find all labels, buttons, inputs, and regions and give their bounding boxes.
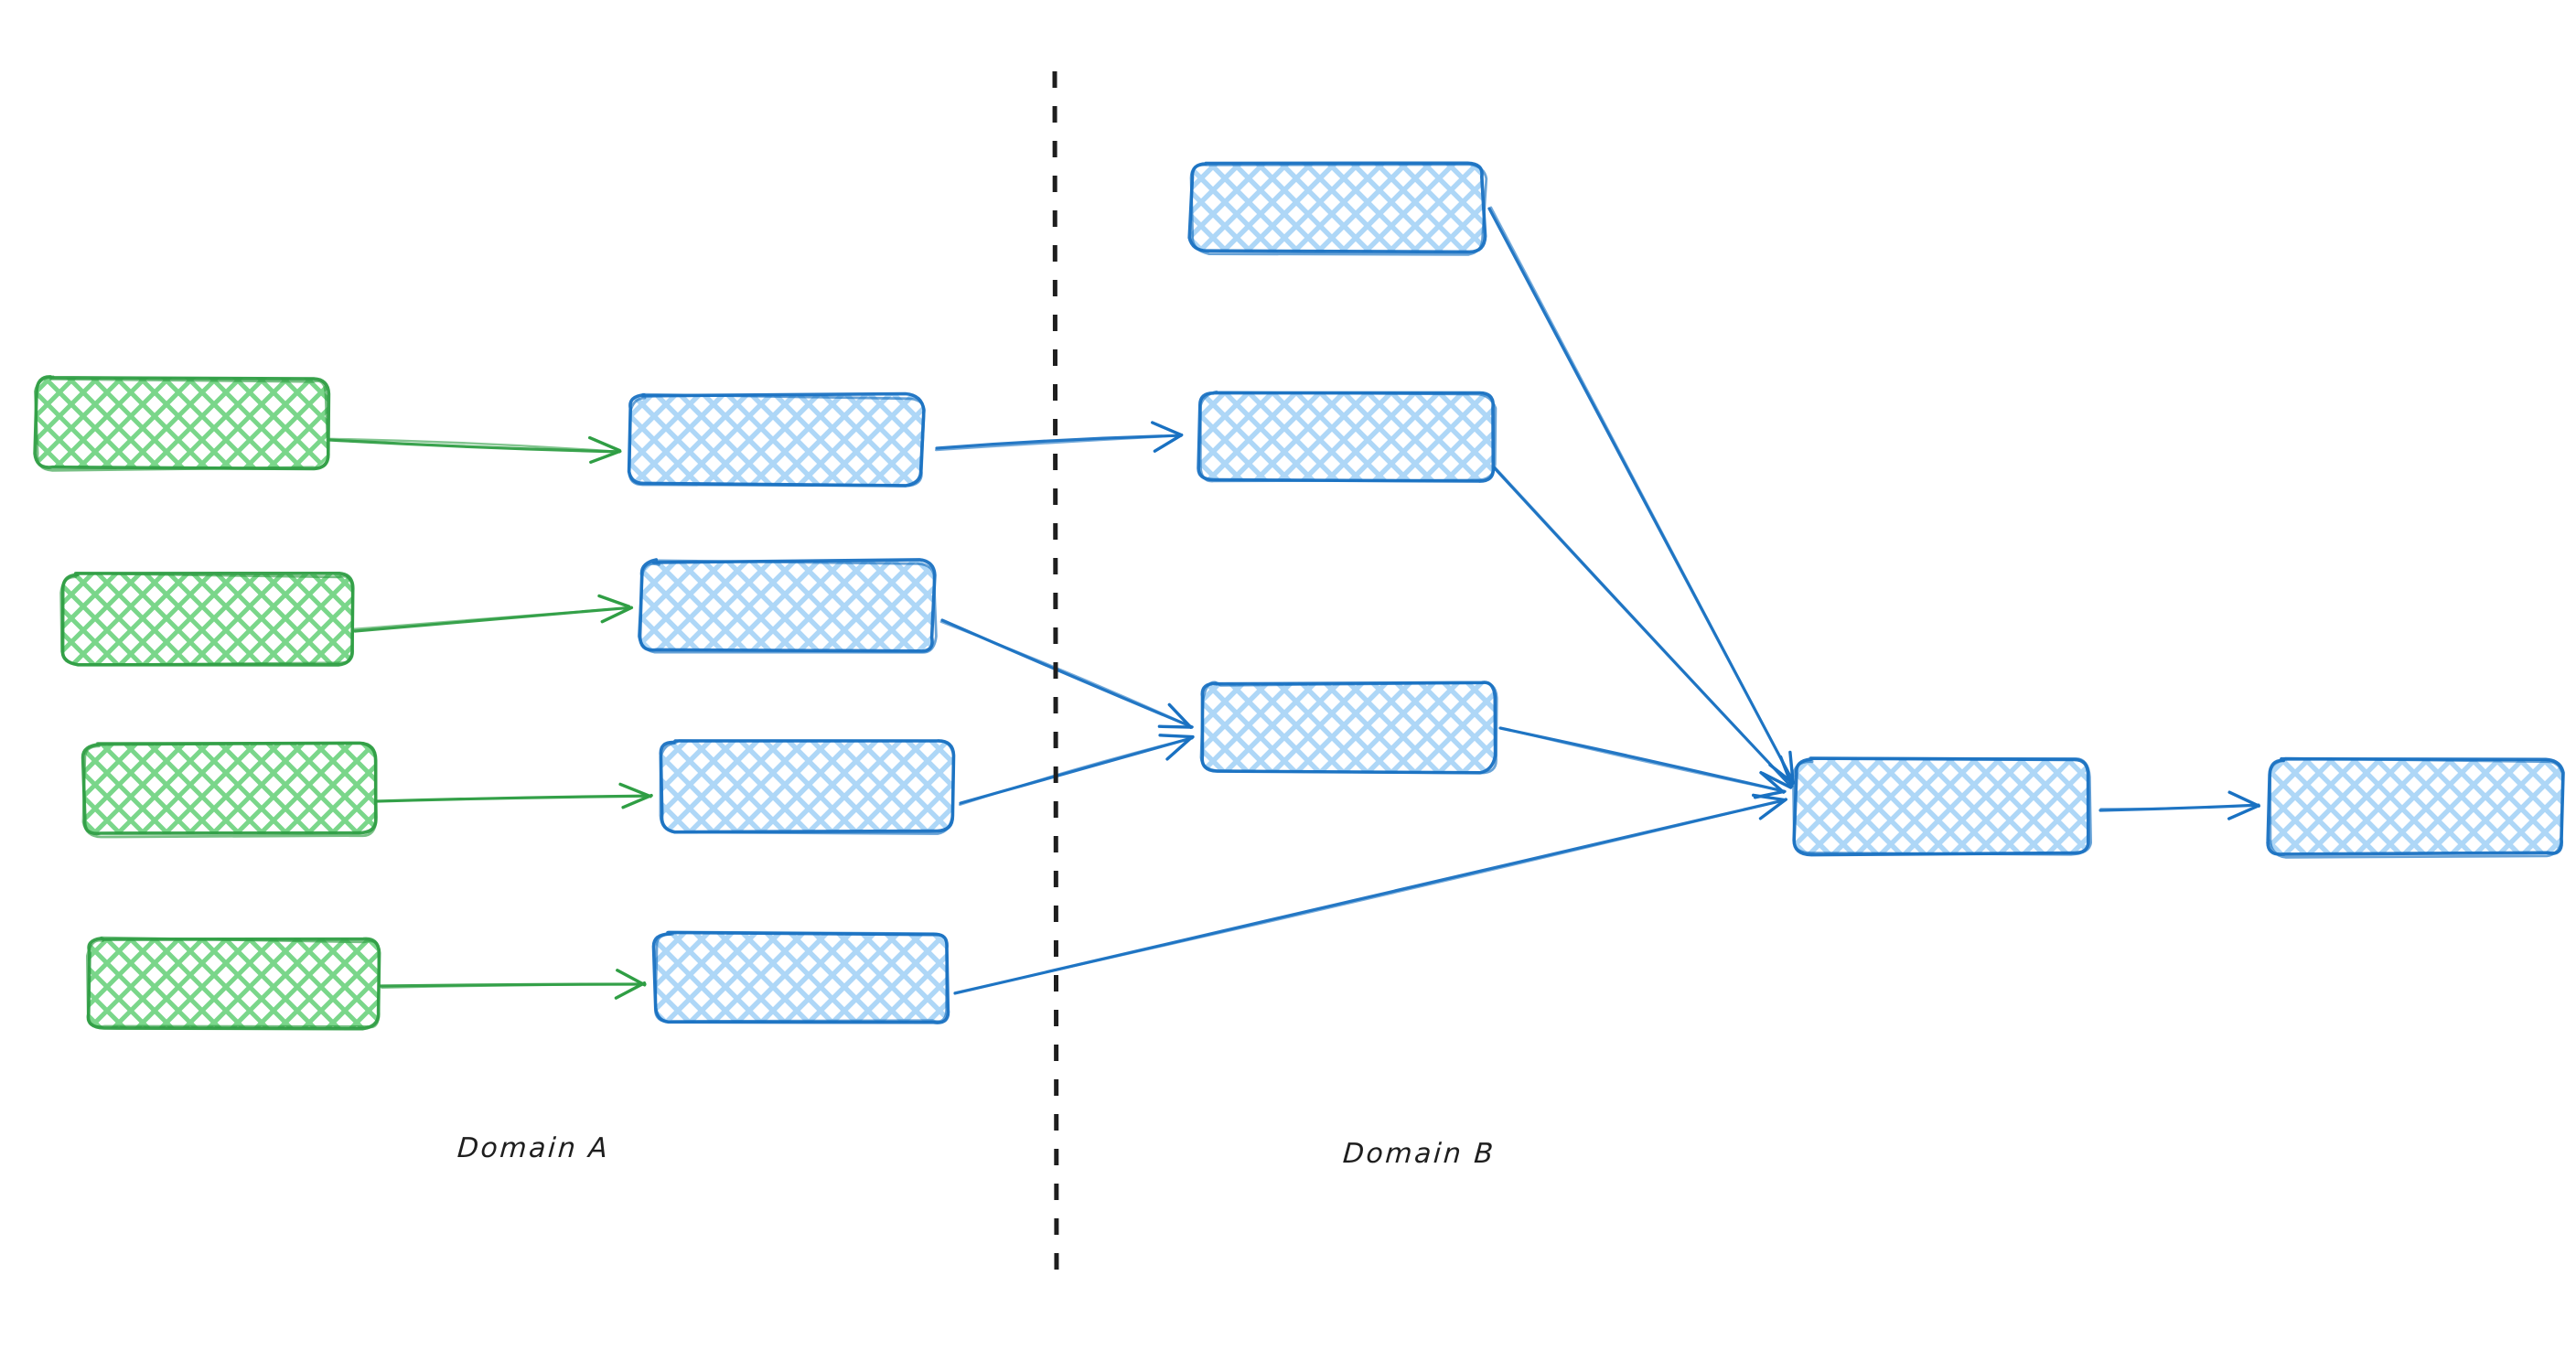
- edge-e10: [1493, 466, 1794, 789]
- domain-b-label: Domain B: [1341, 1138, 1497, 1170]
- node-a-proc-2[interactable]: [637, 558, 938, 654]
- node-a-src-3[interactable]: [80, 741, 378, 839]
- edge-e11: [1498, 726, 1787, 799]
- node-b-node-3[interactable]: [1199, 681, 1498, 775]
- node-a-src-1[interactable]: [33, 375, 331, 472]
- node-a-proc-3[interactable]: [659, 739, 956, 835]
- node-layer: [33, 161, 2565, 1031]
- edge-e1: [327, 435, 622, 464]
- edge-e9: [1487, 206, 1796, 785]
- node-a-proc-1[interactable]: [627, 391, 926, 488]
- node-a-src-4[interactable]: [86, 936, 381, 1031]
- node-b-output[interactable]: [2266, 756, 2565, 859]
- node-a-proc-4[interactable]: [651, 930, 950, 1024]
- edge-e2: [352, 594, 634, 633]
- edge-e12: [2098, 790, 2260, 820]
- edge-e6: [939, 618, 1194, 729]
- edge-e3: [375, 782, 653, 809]
- edge-e4: [379, 969, 647, 1000]
- domain-divider-line: [1052, 70, 1059, 1281]
- edge-e7: [959, 734, 1195, 806]
- edge-e8: [953, 793, 1787, 995]
- node-b-merge[interactable]: [1792, 756, 2092, 857]
- edge-e5: [935, 421, 1184, 453]
- node-b-node-2[interactable]: [1197, 390, 1497, 483]
- edge-layer: [327, 206, 2260, 1000]
- node-a-src-2[interactable]: [59, 572, 355, 667]
- domain-a-label: Domain A: [456, 1132, 611, 1164]
- domain-divider: [1052, 70, 1059, 1281]
- node-b-node-1[interactable]: [1187, 161, 1488, 256]
